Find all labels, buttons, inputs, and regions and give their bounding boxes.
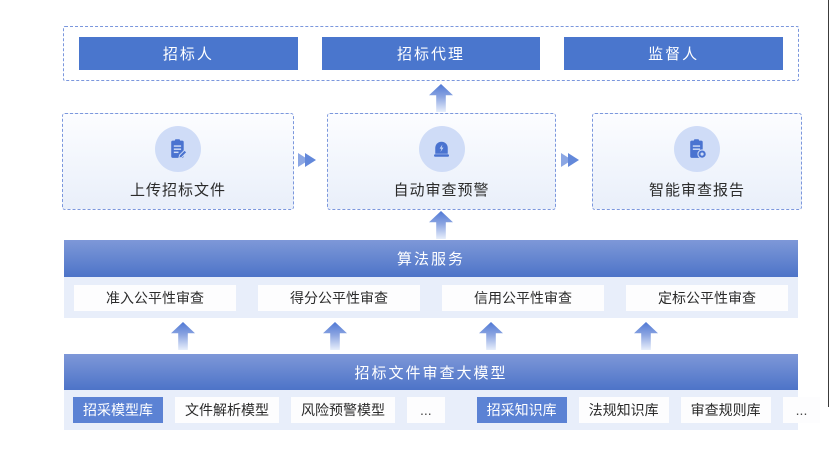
alarm-icon [418,126,465,172]
screen-edge-line [828,0,829,407]
up-arrow-icon [429,84,453,112]
up-arrow-icon [479,322,503,350]
node-auto-review-warning: 自动审查预警 [327,113,556,210]
node-score-fairness-review: 得分公平性审查 [258,284,420,311]
node-upload-bid-documents: 上传招标文件 [62,113,294,210]
stakeholders-group: 招标人 招标代理 监督人 [63,26,799,81]
section-title: 算法服务 [64,240,798,277]
node-document-parsing-model: 文件解析模型 [175,397,279,423]
node-access-fairness-review: 准入公平性审查 [74,284,236,311]
node-award-fairness-review: 定标公平性审查 [626,284,788,311]
up-arrow-icon [171,322,195,350]
algorithm-services-section: 算法服务 准入公平性审查 得分公平性审查 信用公平性审查 定标公平性审查 [64,240,798,318]
node-more-models-ellipsis: ... [407,397,445,423]
up-arrow-icon [323,322,347,350]
node-review-rules-base: 审查规则库 [680,397,771,423]
clipboard-edit-icon [155,126,201,172]
up-arrow-icon [429,211,453,239]
node-credit-fairness-review: 信用公平性审查 [442,284,604,311]
node-more-bases-ellipsis: ... [782,397,821,423]
node-risk-warning-model: 风险预警模型 [291,397,395,423]
model-items: 招采模型库 文件解析模型 风险预警模型 ... 招采知识库 法规知识库 审查规则… [64,390,821,430]
node-supervisor: 监督人 [564,37,784,70]
review-large-model-section: 招标文件审查大模型 招采模型库 文件解析模型 风险预警模型 ... 招采知识库 … [64,354,821,430]
double-chevron-right-icon [561,153,579,167]
up-arrow-icon [634,322,658,350]
node-procurement-knowledge-base: 招采知识库 [476,397,567,423]
card-label: 上传招标文件 [129,182,226,199]
node-procurement-model-library: 招采模型库 [73,397,163,423]
node-bidding-agent: 招标代理 [321,37,541,70]
node-tenderer: 招标人 [79,37,298,70]
section-title: 招标文件审查大模型 [64,354,798,390]
card-label: 智能审查报告 [648,182,745,199]
report-badge-icon [674,126,720,172]
algorithm-items: 准入公平性审查 得分公平性审查 信用公平性审查 定标公平性审查 [64,277,798,318]
node-smart-review-report: 智能审查报告 [592,113,802,210]
node-regulation-knowledge-base: 法规知识库 [578,397,669,423]
card-label: 自动审查预警 [393,182,490,199]
double-chevron-right-icon [298,153,316,167]
